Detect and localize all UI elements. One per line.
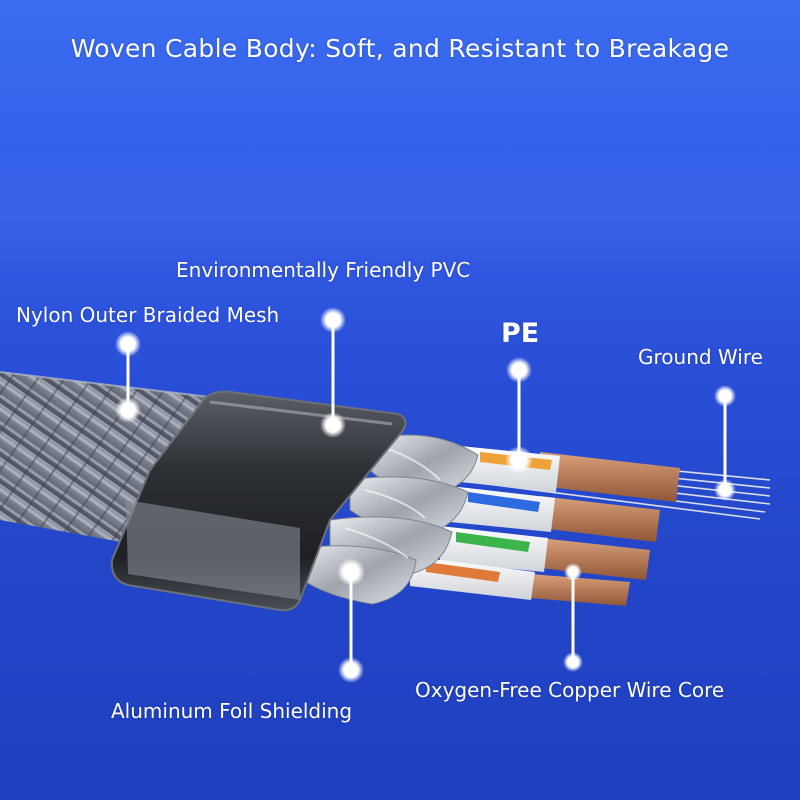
label-ground-wire: Ground Wire <box>638 345 763 369</box>
label-pvc: Environmentally Friendly PVC <box>176 258 471 282</box>
label-copper-core: Oxygen-Free Copper Wire Core <box>415 678 725 702</box>
page-title: Woven Cable Body: Soft, and Resistant to… <box>70 34 730 63</box>
copper-cores <box>530 452 680 606</box>
background-glow <box>0 150 800 270</box>
callout-dots <box>115 307 736 683</box>
label-nylon-braid: Nylon Outer Braided Mesh <box>16 303 280 327</box>
label-foil-shielding: Aluminum Foil Shielding <box>111 699 353 723</box>
label-pe: PE <box>501 318 540 349</box>
aluminum-foil-bundles <box>299 434 479 605</box>
